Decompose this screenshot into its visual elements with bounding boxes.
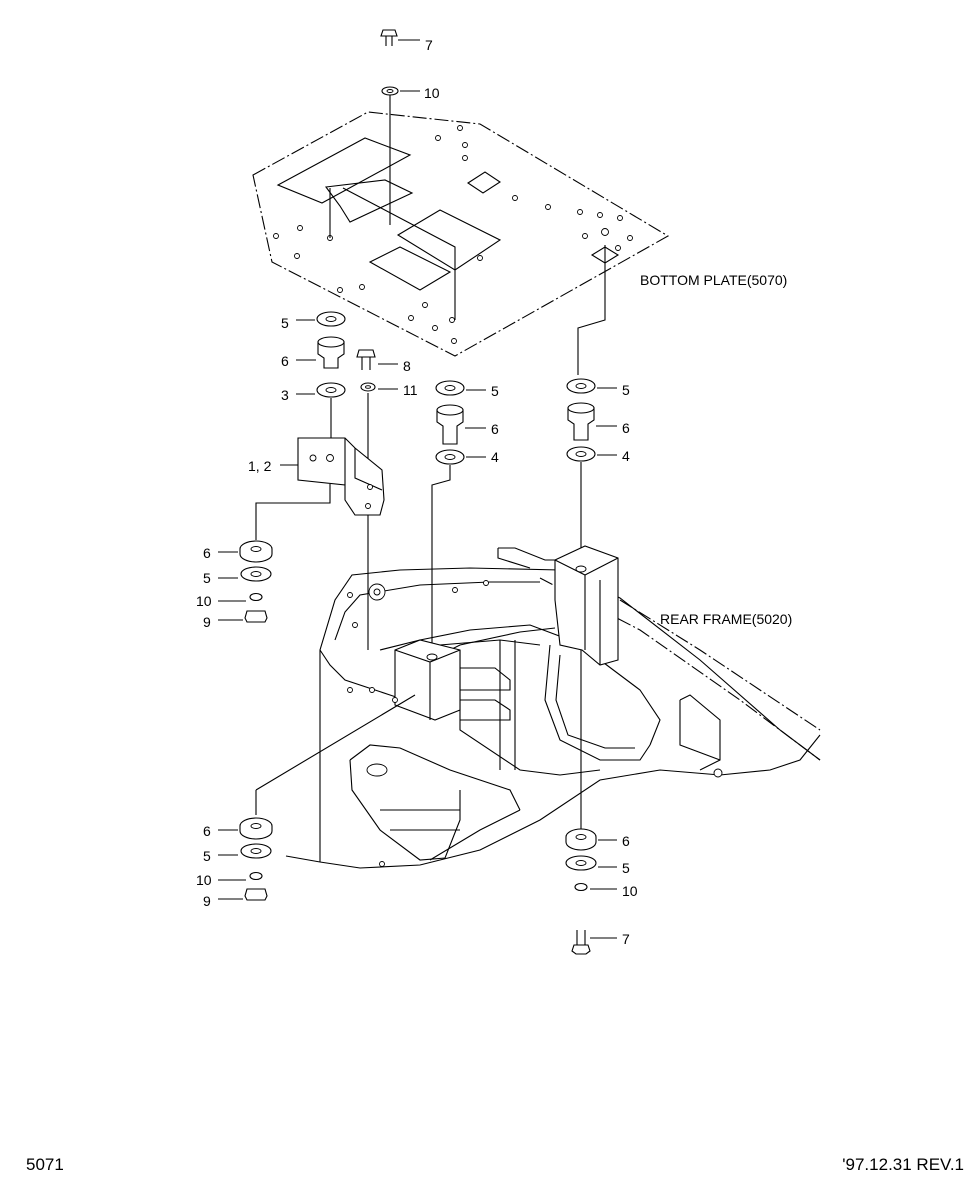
callout-top-washer: 10: [424, 85, 440, 101]
left-mid-stack: [218, 540, 273, 623]
right-low-stack: [565, 828, 617, 955]
callout-left-mid-5: 5: [203, 570, 211, 586]
bottom-plate-label: BOTTOM PLATE(5070): [640, 272, 787, 288]
callout-mid-6: 6: [491, 421, 499, 437]
callout-left-upper-3: 3: [281, 387, 289, 403]
top-bolt-7: [380, 29, 420, 46]
callout-bracket: 1, 2: [248, 458, 272, 474]
callout-right-6: 6: [622, 420, 630, 436]
callout-right-low-10: 10: [622, 883, 638, 899]
callout-bolt-8: 8: [403, 358, 411, 374]
callout-right-low-7: 7: [622, 931, 630, 947]
rear-frame-label: REAR FRAME(5020): [660, 611, 792, 627]
callout-left-low-10: 10: [196, 872, 212, 888]
callout-mid-4: 4: [491, 449, 499, 465]
callout-left-low-9: 9: [203, 893, 211, 909]
left-low-stack: [218, 817, 273, 901]
callout-top-bolt: 7: [425, 37, 433, 53]
callout-washer-11: 11: [403, 382, 418, 398]
bottom-plate-outline: [252, 90, 670, 375]
callout-left-mid-9: 9: [203, 614, 211, 630]
page-number: 5071: [26, 1155, 64, 1174]
callout-labels: 7 10 BOTTOM PLATE(5070) 5 6 3 8 11 1, 2 …: [196, 37, 792, 947]
right-stack: [566, 378, 617, 830]
revision-date: '97.12.31 REV.1: [842, 1155, 964, 1174]
callout-right-5: 5: [622, 382, 630, 398]
callout-right-low-5: 5: [622, 860, 630, 876]
top-washer-10: [381, 86, 420, 96]
callout-left-mid-6: 6: [203, 545, 211, 561]
mid-stack: [431, 380, 486, 660]
callout-right-4: 4: [622, 448, 630, 464]
callout-left-mid-10: 10: [196, 593, 212, 609]
callout-left-upper-6: 6: [281, 353, 289, 369]
left-upper-stack: [296, 311, 346, 455]
bolt-8: [356, 349, 398, 370]
bracket-1-2: [255, 437, 385, 540]
rear-frame-outline: [255, 545, 821, 869]
washer-11: [360, 382, 398, 650]
callout-mid-5: 5: [491, 383, 499, 399]
callout-left-low-5: 5: [203, 848, 211, 864]
callout-left-low-6: 6: [203, 823, 211, 839]
callout-left-upper-5: 5: [281, 315, 289, 331]
callout-right-low-6: 6: [622, 833, 630, 849]
